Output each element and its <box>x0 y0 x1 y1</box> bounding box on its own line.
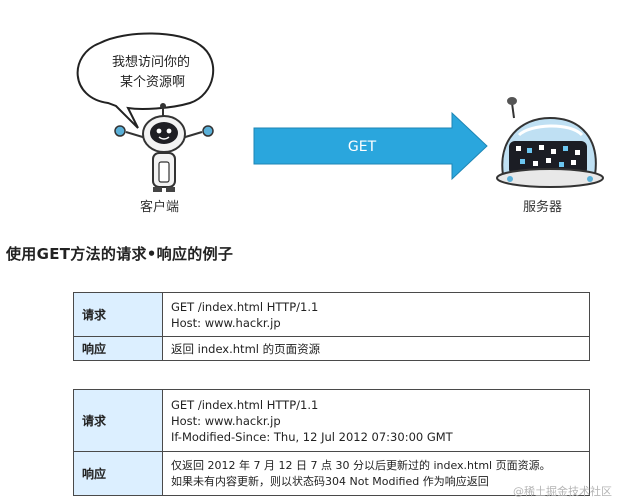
speech-bubble: 我想访问你的 某个资源啊 <box>76 32 215 129</box>
row-value: GET /index.html HTTP/1.1 Host: www.hackr… <box>162 389 590 452</box>
table-row: 响应 返回 index.html 的页面资源 <box>73 336 590 361</box>
row-key: 响应 <box>73 451 163 496</box>
value-line: 如果未有内容更新，则以状态码304 Not Modified 作为响应返回 <box>171 474 489 488</box>
value-line: GET /index.html HTTP/1.1 <box>171 397 319 412</box>
value-line: Host: www.hackr.jp <box>171 413 281 428</box>
row-value: 仅返回 2012 年 7 月 12 日 7 点 30 分以后更新过的 index… <box>162 451 590 496</box>
request-response-table-1: 请求 GET /index.html HTTP/1.1 Host: www.ha… <box>73 292 590 361</box>
value-line: If-Modified-Since: Thu, 12 Jul 2012 07:3… <box>171 429 453 444</box>
request-response-table-2: 请求 GET /index.html HTTP/1.1 Host: www.ha… <box>73 389 590 496</box>
row-value: GET /index.html HTTP/1.1 Host: www.hackr… <box>162 292 590 337</box>
arrow-label: GET <box>348 139 377 155</box>
client-label: 客户端 <box>140 200 180 215</box>
row-key: 请求 <box>73 292 163 337</box>
server-robot-icon <box>496 97 604 188</box>
value-line: Host: www.hackr.jp <box>171 315 281 330</box>
row-key: 响应 <box>73 336 163 361</box>
client-robot-icon <box>114 103 214 192</box>
table-row: 响应 仅返回 2012 年 7 月 12 日 7 点 30 分以后更新过的 in… <box>73 451 590 496</box>
table-row: 请求 GET /index.html HTTP/1.1 Host: www.ha… <box>73 292 590 337</box>
row-value: 返回 index.html 的页面资源 <box>162 336 590 361</box>
row-key: 请求 <box>73 389 163 452</box>
watermark: @稀土掘金技术社区 <box>513 485 612 498</box>
bubble-line-1: 我想访问你的 <box>112 54 190 70</box>
get-diagram: 我想访问你的 某个资源啊 GET <box>76 32 604 192</box>
value-line: 返回 index.html 的页面资源 <box>171 341 321 356</box>
server-label: 服务器 <box>523 200 563 215</box>
value-line: GET /index.html HTTP/1.1 <box>171 299 319 314</box>
value-line: 仅返回 2012 年 7 月 12 日 7 点 30 分以后更新过的 index… <box>171 458 551 472</box>
section-title: 使用GET方法的请求•响应的例子 <box>6 245 234 263</box>
get-arrow-icon: GET <box>253 111 488 181</box>
table-row: 请求 GET /index.html HTTP/1.1 Host: www.ha… <box>73 389 590 452</box>
bubble-line-2: 某个资源啊 <box>120 75 185 90</box>
